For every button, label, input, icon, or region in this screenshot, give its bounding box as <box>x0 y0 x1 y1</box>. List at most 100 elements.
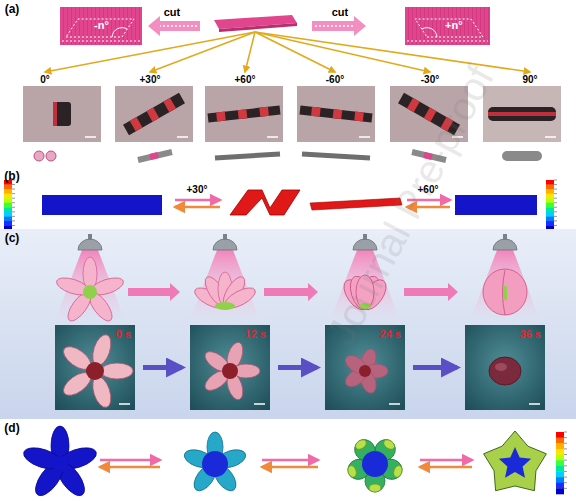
color-bar-tick <box>554 220 557 221</box>
simulated-flower <box>345 435 404 492</box>
photo-background <box>23 86 101 142</box>
color-bar-step <box>556 466 564 472</box>
red-layer <box>147 108 160 122</box>
time-label: 12 s <box>245 329 266 340</box>
twist-icon-red <box>149 152 158 160</box>
time-label: 24 s <box>380 329 401 340</box>
angle-label: +30° <box>140 75 161 85</box>
color-bar-tick <box>554 207 557 208</box>
process-arrow <box>264 283 318 301</box>
twisted-sample <box>300 106 373 123</box>
color-bar-step <box>556 488 564 494</box>
color-bar-step <box>4 180 12 185</box>
angle-label: +60° <box>235 75 256 85</box>
reversible-arrow <box>420 466 472 469</box>
photo-frame: 12 s <box>190 325 270 410</box>
color-bar-step <box>4 198 12 203</box>
simulated-twist <box>230 190 300 215</box>
twist-icon <box>215 152 280 161</box>
photo-frame: 24 s <box>325 325 405 410</box>
scale-bar <box>529 403 540 405</box>
color-bar-tick <box>554 216 557 217</box>
color-bar-step <box>4 207 12 212</box>
reference-line <box>62 41 140 42</box>
color-bar-tick <box>554 193 557 194</box>
color-bar-tick <box>564 471 567 472</box>
twisted-sample <box>398 93 460 135</box>
scale-bar <box>545 136 556 138</box>
color-bar-step <box>4 203 12 208</box>
red-layer <box>53 102 57 126</box>
color-bar-tick <box>564 443 567 444</box>
closed-flower-shell <box>484 431 547 491</box>
color-bar <box>556 432 567 494</box>
color-bar-tick <box>12 220 15 221</box>
color-bar-tick <box>564 454 567 455</box>
flower-center <box>86 362 104 380</box>
roll-icon <box>46 151 56 161</box>
color-bar-tick <box>564 437 567 438</box>
film-edge <box>219 23 297 32</box>
color-bar-step <box>546 203 554 208</box>
process-arrow <box>413 365 457 370</box>
time-label: 0 s <box>116 329 131 340</box>
sample-photo <box>390 86 468 142</box>
flower-center <box>52 456 68 472</box>
color-bar-step <box>4 221 12 226</box>
panel-label: (d) <box>4 422 19 434</box>
color-bar-step <box>556 449 564 455</box>
process-arrow <box>128 283 180 301</box>
color-bar-tick <box>12 211 15 212</box>
twist-icon <box>411 149 446 163</box>
reference-line <box>407 41 488 42</box>
angle-label: 90° <box>522 75 537 85</box>
twisted-sample <box>123 93 185 135</box>
color-bar-step <box>556 471 564 477</box>
simulated-flower <box>484 431 547 491</box>
color-bar-tick <box>12 180 15 181</box>
color-bar-tick <box>564 448 567 449</box>
angle-arc <box>112 28 127 37</box>
panel-label: (b) <box>4 170 19 182</box>
cut-label: cut <box>164 7 181 18</box>
scale-bar <box>389 403 400 405</box>
photo-background <box>297 86 375 142</box>
cut-outline <box>415 19 483 37</box>
angle-label: -60° <box>326 75 344 85</box>
flower-center <box>215 302 235 310</box>
tube-sample <box>488 107 556 121</box>
tube-icon <box>502 151 542 161</box>
sample-photo <box>205 86 283 142</box>
sample-photo <box>483 86 561 142</box>
cut-arrow-dots <box>315 25 354 27</box>
photo-background <box>205 86 283 142</box>
panel-label: (c) <box>5 232 20 244</box>
color-bar-step <box>556 443 564 449</box>
sample-photo <box>23 86 101 142</box>
petal <box>101 363 133 379</box>
red-layer <box>441 117 454 131</box>
cut-arrow <box>148 16 200 36</box>
lamp <box>353 239 377 250</box>
cut-label: cut <box>332 7 349 18</box>
reversible-arrow <box>100 466 160 469</box>
process-arrow <box>404 283 458 301</box>
red-layer <box>130 117 143 131</box>
color-bar-tick <box>12 202 15 203</box>
color-bar-step <box>546 198 554 203</box>
fan-arrow <box>255 32 430 72</box>
process-arrow <box>143 365 182 370</box>
bud-highlight <box>495 363 507 371</box>
flower-schematic <box>55 257 126 324</box>
sample-photo <box>297 86 375 142</box>
flower-schematic <box>483 269 527 315</box>
color-bar-step <box>556 455 564 461</box>
petal <box>382 438 396 452</box>
sample-photo <box>115 86 193 142</box>
color-bar-tick <box>554 202 557 203</box>
photo-background <box>390 86 468 142</box>
photo-background <box>115 86 193 142</box>
panel-background <box>0 229 576 419</box>
flower-center <box>503 286 507 300</box>
cut-outline <box>66 19 134 37</box>
